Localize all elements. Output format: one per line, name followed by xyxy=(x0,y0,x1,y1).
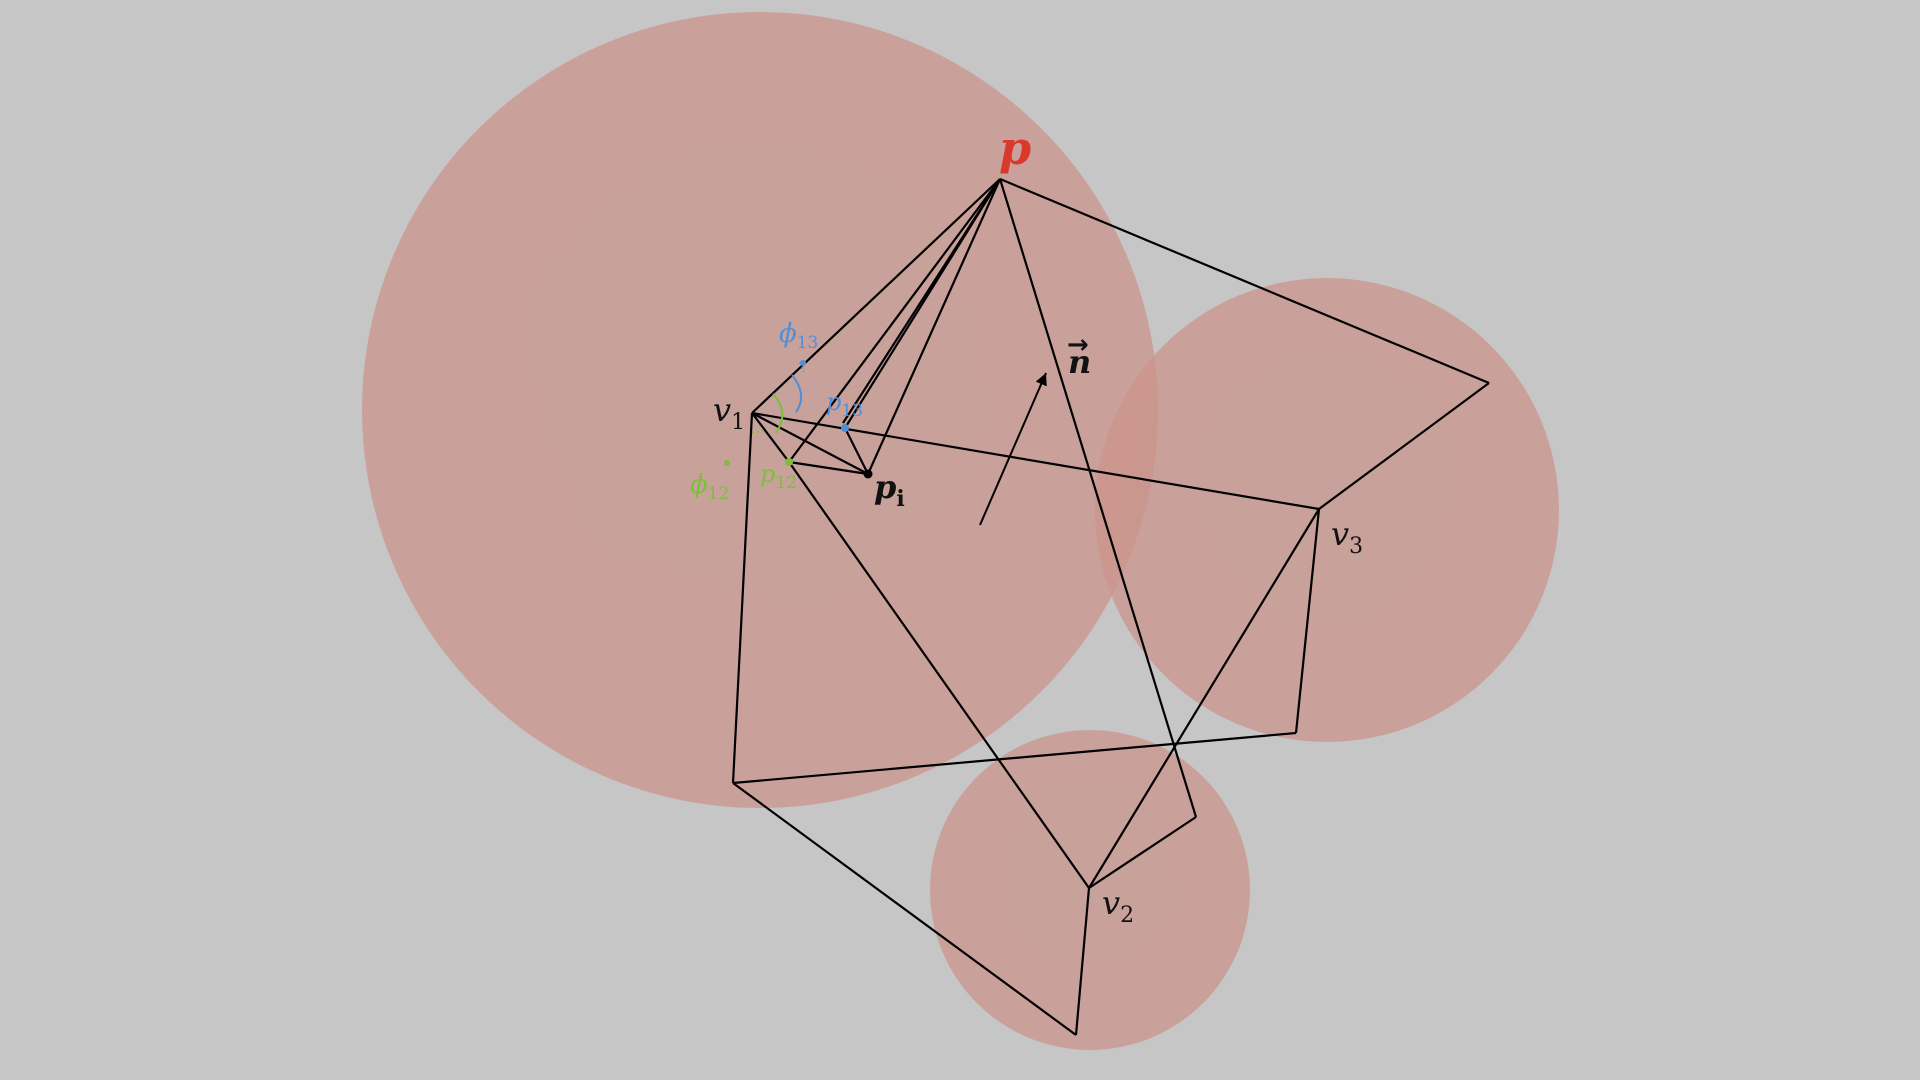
point-p13 xyxy=(841,424,849,432)
edge-lower-bottom xyxy=(732,782,1077,1036)
label-p12: p12 xyxy=(760,460,797,493)
label-p: p xyxy=(999,121,1031,175)
label-phi12: ϕ12 xyxy=(690,470,729,504)
label-v2: v2 xyxy=(1102,884,1134,928)
angle-arc-phi12-dotted xyxy=(751,429,766,434)
edge-p-p12 xyxy=(788,178,1001,463)
edge-p12-pi xyxy=(788,460,869,476)
normal-vector-arrow xyxy=(979,372,1047,526)
angle-arc-phi12 xyxy=(772,393,784,434)
sphere-v3 xyxy=(1095,278,1559,742)
label-v1: v1 xyxy=(713,391,745,435)
edge-p13-pi xyxy=(844,427,869,475)
edge-right-p xyxy=(998,178,1198,818)
edge-p-v1 xyxy=(751,178,1001,414)
edge-v3-v3back xyxy=(1294,508,1321,734)
edge-v2-right xyxy=(1088,816,1197,889)
edge-p-far xyxy=(999,177,1490,385)
sphere-v2 xyxy=(930,730,1250,1050)
label-phi13: ϕ13 xyxy=(779,319,818,353)
point-phi13-marker xyxy=(800,360,806,366)
label-pi: pi xyxy=(874,468,905,512)
label-v3: v3 xyxy=(1331,515,1363,559)
wireframe-edges xyxy=(731,177,1490,1036)
angle-arc-phi13 xyxy=(791,374,803,413)
edge-v2-v3 xyxy=(1088,508,1320,889)
edge-p-pi xyxy=(866,178,1002,475)
edge-far-v3 xyxy=(1318,382,1490,510)
edge-v1-pi xyxy=(751,412,869,475)
edge-v1-p12 xyxy=(751,412,790,463)
edge-p-mid xyxy=(842,178,1001,424)
point-pi xyxy=(863,469,873,479)
point-phi12-marker xyxy=(724,460,730,466)
edge-bottom-v2 xyxy=(1074,887,1091,1036)
edge-p12-v2 xyxy=(788,461,1090,889)
label-p13: p13 xyxy=(826,388,863,421)
label-normal-n: n xyxy=(1068,343,1091,381)
edge-v1-lower xyxy=(731,412,754,784)
sphere-v1 xyxy=(362,12,1158,808)
label-normal-arrow: → xyxy=(1067,330,1089,360)
point-p12 xyxy=(785,458,793,466)
edge-lower-v3back xyxy=(732,731,1297,785)
